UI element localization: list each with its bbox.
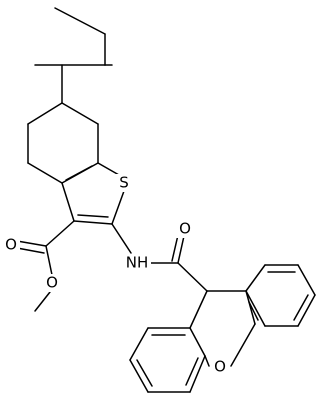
xanthene-bond-o-left bbox=[204, 355, 210, 367]
right-benzo-bond-6-inner bbox=[248, 301, 259, 321]
ester-bond-carbonyl-ether-o bbox=[45, 245, 53, 276]
thiophene-bond-s-c2 bbox=[111, 190, 125, 225]
bond-ethyl-ch3 bbox=[54, 7, 106, 35]
xanthene-core bbox=[129, 264, 316, 393]
amide-bond-carbonyl-o-double-a bbox=[177, 235, 185, 264]
right-benzo-bond-1 bbox=[245, 264, 266, 292]
right-benzo-bond-4-inner bbox=[293, 294, 309, 321]
right-benzo-bond-3 bbox=[297, 264, 316, 296]
methyl-ester-group bbox=[16, 220, 75, 312]
ring-bond-c6-c7 bbox=[61, 102, 99, 125]
xanthene-bond-left-down bbox=[189, 327, 206, 357]
amide-bond-carbonyl-c9 bbox=[177, 262, 208, 292]
xanthene-bond-o-right bbox=[230, 323, 256, 367]
left-benzo-bond-3 bbox=[129, 359, 149, 393]
ester-carbonyl-oxygen-label: O bbox=[5, 236, 17, 254]
ester-bond-c3-carbonyl bbox=[45, 220, 75, 247]
ring-bond-c7a-c3a-inner bbox=[65, 165, 93, 181]
thiophene-bond-c3-c3a bbox=[61, 182, 75, 222]
left-benzo-bond-3-inner bbox=[136, 359, 153, 387]
thiophene-bond-c2-c3 bbox=[73, 220, 113, 225]
thiophene-ring bbox=[61, 162, 125, 225]
ester-bond-ether-o-methyl bbox=[34, 291, 51, 312]
right-benzo-bond-4 bbox=[297, 294, 316, 327]
amide-bond-c2-n bbox=[111, 223, 132, 254]
left-benzo-bond-5 bbox=[189, 355, 206, 393]
amide-oxygen-label: O bbox=[179, 220, 191, 238]
left-benzo-bond-5-inner bbox=[185, 357, 199, 386]
thiophene-bond-c2-c3-inner bbox=[77, 214, 109, 218]
ring-bond-c4-c3a bbox=[27, 162, 63, 184]
sulfur-atom-label: S bbox=[119, 174, 129, 192]
amide-group bbox=[111, 223, 208, 292]
amide-bond-carbonyl-o-double-b bbox=[171, 234, 179, 262]
thiophene-bond-c7a-s bbox=[97, 162, 120, 176]
left-benzo-bond-2 bbox=[129, 327, 149, 361]
atom-labels: S NH O O O O bbox=[2, 174, 229, 376]
xanthene-bond-c9-left bbox=[189, 290, 208, 329]
tert-amyl-group bbox=[34, 7, 113, 104]
xanthene-oxygen-label: O bbox=[214, 358, 226, 376]
right-benzo-bond-6 bbox=[245, 290, 266, 327]
ester-ether-oxygen-label: O bbox=[46, 274, 58, 292]
ester-bond-carbonyl-o-double-a bbox=[16, 240, 47, 247]
ester-bond-carbonyl-o-double-b bbox=[16, 247, 45, 254]
ring-bond-c6-c5 bbox=[27, 102, 63, 125]
amide-nh-label: NH bbox=[126, 254, 149, 272]
cyclohexene-ring bbox=[27, 102, 99, 184]
xanthene-bond-right-down bbox=[245, 290, 256, 325]
